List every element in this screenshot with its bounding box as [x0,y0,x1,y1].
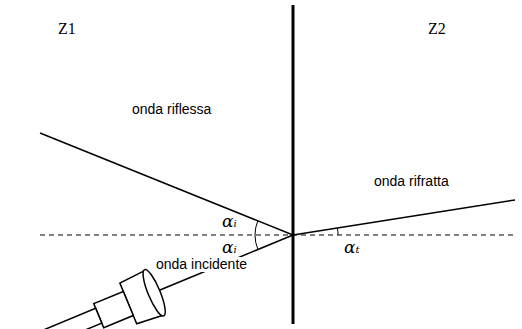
transducer-symbol [36,267,170,329]
medium-label: Z2 [428,20,446,38]
interface-line [292,5,295,324]
angle-label: αt [344,238,360,257]
angle-label: αi [222,238,237,257]
angle-label: αi [222,212,237,231]
normal-line [40,235,515,236]
medium-label: Z1 [58,20,76,38]
reflected-ray [40,133,293,235]
angle-arc [255,221,258,235]
angle-arc [337,228,339,235]
wave-label: onda rifratta [374,174,449,189]
wave-label: onda riflessa [132,102,211,117]
wave-label: onda incidente [154,257,249,272]
angle-arc [255,235,258,249]
refracted-ray [293,200,515,235]
